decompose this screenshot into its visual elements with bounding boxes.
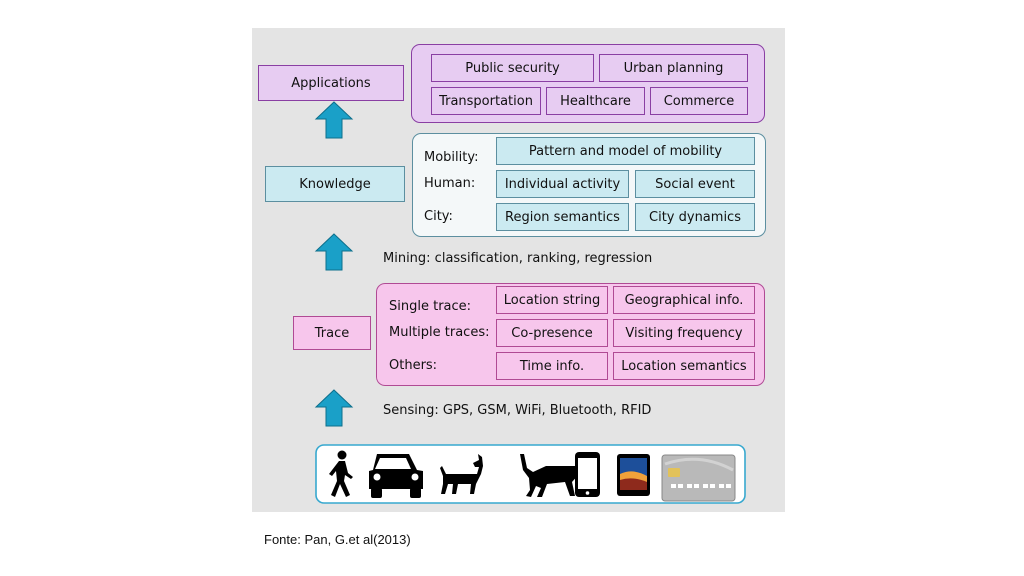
phone-icon	[575, 452, 600, 497]
sensing-label: Sensing: GPS, GSM, WiFi, Bluetooth, RFID	[383, 403, 652, 418]
knowledge-item-city-dynamics: City dynamics	[635, 203, 755, 231]
knowledge-city-label: City:	[424, 209, 453, 224]
knowledge-item-mobility-pattern: Pattern and model of mobility	[496, 137, 755, 165]
trace-others-label: Others:	[389, 358, 438, 373]
applications-label-box: Applications	[258, 65, 404, 101]
trace-item-geographical-info: Geographical info.	[613, 286, 755, 314]
trace-item-location-string: Location string	[496, 286, 608, 314]
trace-item-location-semantics: Location semantics	[613, 352, 755, 380]
mining-label: Mining: classification, ranking, regress…	[383, 251, 653, 266]
sources-strip	[315, 444, 746, 504]
knowledge-human-label: Human:	[424, 176, 476, 191]
app-item-public-security: Public security	[431, 54, 594, 82]
cat-icon	[520, 454, 587, 497]
card-icon	[661, 454, 736, 502]
app-item-urban-planning: Urban planning	[599, 54, 748, 82]
car-icon	[369, 454, 423, 498]
up-arrow-icon	[314, 233, 354, 271]
trace-item-time-info: Time info.	[496, 352, 608, 380]
up-arrow-icon	[314, 389, 354, 427]
knowledge-item-region-semantics: Region semantics	[496, 203, 629, 231]
pedestrian-icon	[329, 450, 353, 497]
trace-label-box: Trace	[293, 316, 371, 350]
knowledge-item-social-event: Social event	[635, 170, 755, 198]
knowledge-item-individual-activity: Individual activity	[496, 170, 629, 198]
trace-item-visiting-frequency: Visiting frequency	[613, 319, 755, 347]
app-item-transportation: Transportation	[431, 87, 541, 115]
app-item-healthcare: Healthcare	[546, 87, 645, 115]
app-item-commerce: Commerce	[650, 87, 748, 115]
dog-icon	[440, 454, 483, 494]
trace-single-label: Single trace:	[389, 299, 472, 314]
trace-item-co-presence: Co-presence	[496, 319, 608, 347]
knowledge-mobility-label: Mobility:	[424, 150, 479, 165]
up-arrow-icon	[314, 101, 354, 139]
source-caption: Fonte: Pan, G.et al(2013)	[264, 532, 411, 547]
trace-multiple-label: Multiple traces:	[389, 325, 490, 340]
tablet-icon	[617, 454, 650, 496]
knowledge-label-box: Knowledge	[265, 166, 405, 202]
